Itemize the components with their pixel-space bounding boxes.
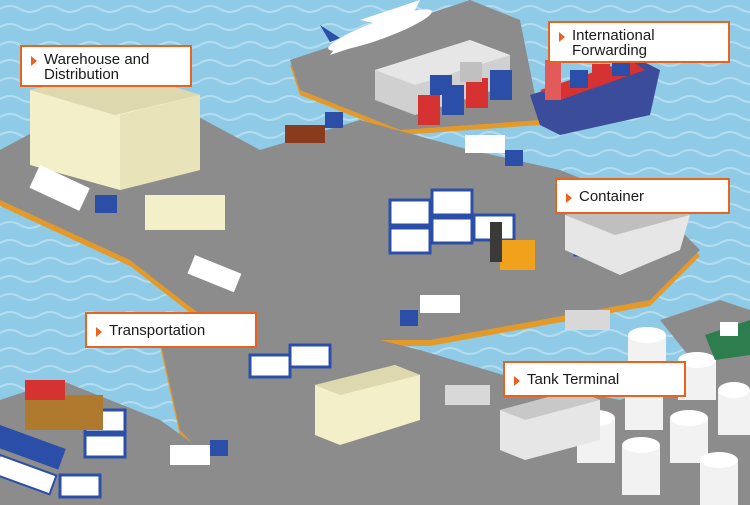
callout-label: Container xyxy=(579,188,645,205)
callout-tank-terminal[interactable]: Tank Terminal xyxy=(503,361,686,397)
callout-arrow-icon xyxy=(566,193,572,203)
trucks xyxy=(29,112,610,465)
container-forklift xyxy=(490,222,535,270)
callout-international-forwarding[interactable]: International Forwarding xyxy=(548,21,730,63)
callout-arrow-icon xyxy=(514,376,520,386)
callout-container[interactable]: Container xyxy=(555,178,730,214)
container-ship xyxy=(530,58,660,135)
callout-arrow-icon xyxy=(96,327,102,337)
warehouse-building xyxy=(30,70,225,230)
callout-label: Tank Terminal xyxy=(527,371,620,388)
cargo-airplane xyxy=(320,0,432,55)
callout-label-line2: Distribution xyxy=(44,66,120,83)
office-building xyxy=(315,365,420,445)
callout-warehouse-distribution[interactable]: Warehouse and Distribution xyxy=(20,45,192,87)
tanker-ship xyxy=(705,320,750,360)
callout-label-line1: International xyxy=(572,27,655,44)
tank-terminal-shed xyxy=(500,390,600,460)
callout-transportation[interactable]: Transportation xyxy=(85,312,257,348)
port-container-stacks xyxy=(418,62,512,125)
callout-arrow-icon xyxy=(559,32,565,42)
callout-arrow-icon xyxy=(31,56,37,66)
callout-label-line1: Warehouse and xyxy=(44,51,150,68)
callout-label: Transportation xyxy=(109,322,206,339)
callout-label-line2: Forwarding xyxy=(572,42,648,59)
rail-and-stacks xyxy=(0,380,103,496)
